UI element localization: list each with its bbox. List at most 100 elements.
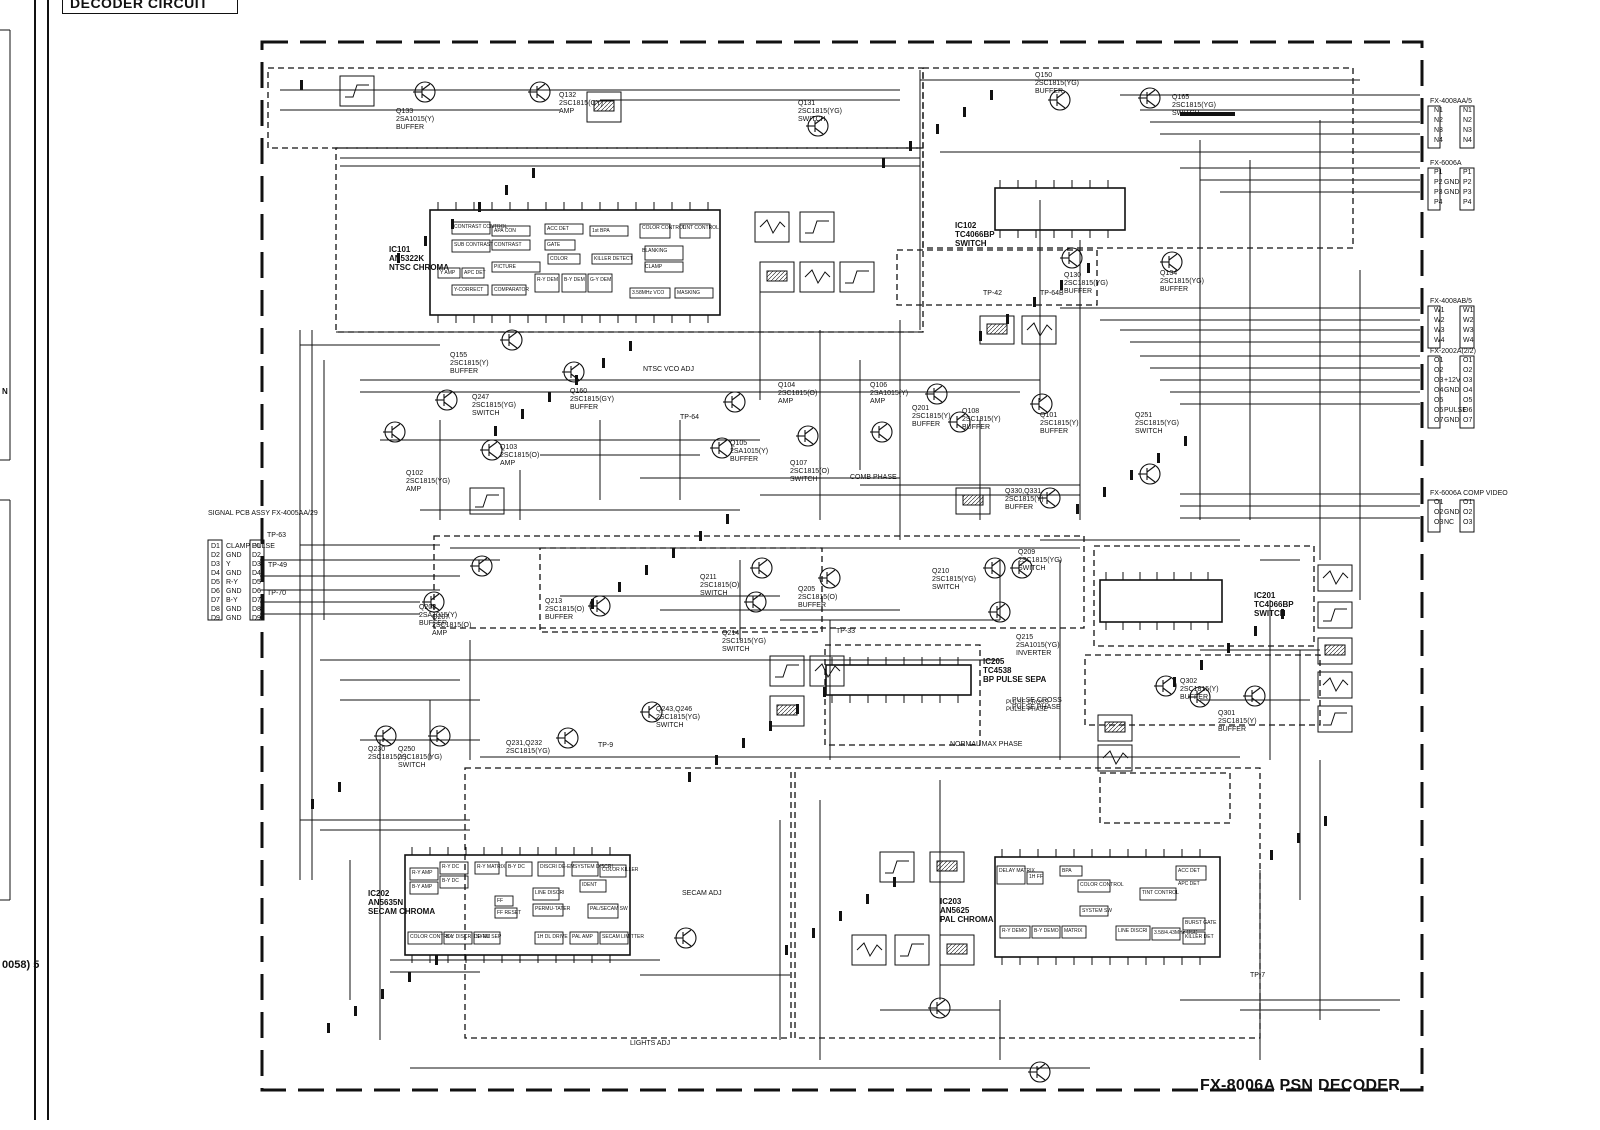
transistor-ref: Q301 — [1218, 710, 1236, 717]
ic-block: PULSE PHASE — [1006, 707, 1048, 713]
connector-pin: D8 — [211, 606, 220, 613]
transistor-role: AMP — [432, 630, 448, 637]
transistor-role: BUFFER — [570, 404, 598, 411]
connector-signal: GND — [226, 615, 242, 622]
transistor-part: 2SC1815(GY) — [570, 396, 614, 403]
ic-desc: NTSC CHROMA — [389, 263, 449, 272]
transistor-ref: Q330,Q331 — [1005, 488, 1042, 495]
annotation: NTSC VCO ADJ — [643, 366, 694, 373]
transistor-ref: Q101 — [1040, 412, 1058, 419]
test-point: TP-33 — [836, 628, 856, 635]
connector-pin: O1 — [1434, 357, 1444, 364]
connector-pin: N3 — [1434, 127, 1443, 134]
right-connector-title: FX-4008AB/5 — [1430, 298, 1473, 305]
connector-signal: GND — [1444, 417, 1460, 424]
transistor-ref: Q251 — [1135, 412, 1153, 419]
connector-pin: P4 — [1463, 199, 1472, 206]
transistor-ref: Q214 — [722, 630, 740, 637]
test-point: TP-63 — [267, 532, 287, 539]
ic-block: CONTRAST CONTROL — [454, 224, 508, 230]
transistor-role: BUFFER — [730, 456, 758, 463]
transistor-role: BUFFER — [912, 421, 940, 428]
connector-pin: D3 — [252, 561, 261, 568]
ic-block: LINE DISCRI — [1118, 928, 1148, 934]
transistor-role: SWITCH — [798, 116, 826, 123]
transistor-role: SWITCH — [1172, 110, 1200, 117]
transistor-symbols — [374, 81, 1266, 1083]
test-point: TP-64B — [1040, 290, 1064, 297]
transistor-ref: Q131 — [798, 100, 816, 107]
connector-signal: Y — [226, 561, 231, 568]
transistor-role: BUFFER — [798, 602, 826, 609]
connector-signal: B-Y — [226, 597, 238, 604]
ic-desc: PAL CHROMA — [940, 915, 994, 924]
transistor-ref: Q155 — [450, 352, 468, 359]
transistor-part: 2SC1815(O) — [790, 468, 830, 475]
transistor-role: SWITCH — [656, 722, 684, 729]
side-fragment: N — [2, 387, 8, 396]
ic-block: B-Y AMP — [412, 884, 433, 890]
connector-signal: GND — [1444, 387, 1460, 394]
transistor-part: 2SC1815(O) — [778, 390, 818, 397]
connector-signal: GND — [1444, 189, 1460, 196]
transistor-part: 2SC1815(Y) — [1218, 718, 1257, 725]
transistor-role: BUFFER — [396, 124, 424, 131]
ic-block: APC DET — [464, 270, 486, 276]
transistor-ref: Q231,Q232 — [506, 740, 543, 747]
connector-pin: D6 — [211, 588, 220, 595]
transistor-ref: Q210 — [932, 568, 950, 575]
annotation: LIGHTS ADJ — [630, 1040, 671, 1047]
ic-block: FF — [497, 898, 504, 904]
connector-pin: D7 — [252, 597, 261, 604]
connector-pin: P3 — [1463, 189, 1472, 196]
ic-block: 1st BPA — [592, 228, 610, 234]
transistor-ref: Q105 — [730, 440, 748, 447]
ic-subblocks — [407, 221, 1207, 945]
transistor-ref: Q103 — [500, 444, 518, 451]
transistor-role: SWITCH — [722, 646, 750, 653]
transistor-part: 2SC1815(YG) — [1064, 280, 1108, 287]
ic-block: MATRIX — [1064, 928, 1083, 934]
ic-block: PERMU-TATER — [535, 906, 571, 912]
ic-block: COMPARATOR — [494, 287, 530, 293]
signal-connector-title: SIGNAL PCB ASSY FX-4005AA/29 — [208, 510, 318, 517]
ic-block: R-Y DEMO — [1002, 928, 1027, 934]
transistor-part: 2SA1015(Y) — [730, 448, 769, 455]
transistor-part: 2SC1815(O) — [500, 452, 540, 459]
ic-block: DISCRI DE-EM — [540, 864, 575, 870]
ic-block: B-Y DEM — [564, 277, 585, 283]
ic-block: PAL/SECAM SW — [590, 906, 628, 912]
ic-block: SUB CONTRAST — [454, 242, 494, 248]
transistor-role: AMP — [559, 108, 575, 115]
right-connector-title: FX-2002A(2/2) — [1430, 348, 1476, 355]
ic-block: TINT CONTROL — [682, 225, 719, 231]
transistor-role: BUFFER — [545, 614, 573, 621]
connector-pin: O1 — [1463, 357, 1473, 364]
annotation: PULSE PHASE — [1012, 704, 1061, 711]
transistor-part: 2SC1815(Y) — [1180, 686, 1219, 693]
connector-signal: +12V — [1444, 377, 1461, 384]
left-page-edge — [0, 0, 49, 1120]
ic-block: Y AMP — [440, 270, 456, 276]
connector-pin: P1 — [1463, 169, 1472, 176]
transistor-ref: Q130 — [1064, 272, 1082, 279]
transistor-ref: Q211 — [700, 574, 717, 581]
transistor-role: AMP — [406, 486, 422, 493]
ic-block: 1H DL DRIVE — [537, 934, 568, 940]
transistor-part: 2SC1815(YG) — [722, 638, 766, 645]
ic-ref: IC203 — [940, 897, 962, 906]
ic-bodies — [404, 187, 1223, 958]
transistor-ref: Q215 — [1016, 634, 1034, 641]
right-connector-title: FX-4008AA/5 — [1430, 98, 1473, 105]
connector-signal: GND — [226, 588, 242, 595]
connector-signal: GND — [226, 570, 242, 577]
ic-part: AN5635N — [368, 898, 404, 907]
transistor-role: BUFFER — [962, 424, 990, 431]
transistor-role: SWITCH — [700, 590, 728, 597]
transistor-part: 2SC1815(YG) — [472, 402, 516, 409]
annotation: COMB PHASE — [850, 474, 897, 481]
ic-block: BURST GATE — [1185, 920, 1217, 926]
test-point: TP-70 — [267, 590, 287, 597]
transistor-part: 2SC1815(YG) — [506, 748, 550, 755]
connector-pin: D5 — [252, 579, 261, 586]
